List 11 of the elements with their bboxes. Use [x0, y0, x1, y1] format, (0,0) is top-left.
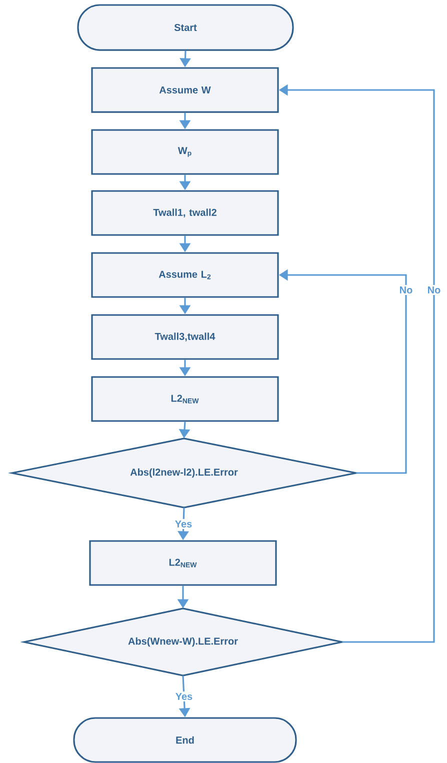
process-box: L2$_{NEW}$ — [91, 376, 279, 422]
edge-label: Yes — [173, 518, 194, 529]
process-box: L2$_{NEW}$ — [89, 540, 277, 586]
process-box: Assume L$_{2}$ — [91, 252, 279, 298]
edge-label: No — [398, 285, 414, 295]
edge-label: Yes — [174, 691, 194, 702]
edge-label: No — [426, 285, 442, 295]
process-box: Assume W — [91, 67, 279, 113]
process-box: Twall1, twall2 — [91, 190, 279, 236]
process-box: W$_{p}$ — [91, 129, 279, 175]
process-box: Twall3,twall4 — [91, 314, 279, 360]
